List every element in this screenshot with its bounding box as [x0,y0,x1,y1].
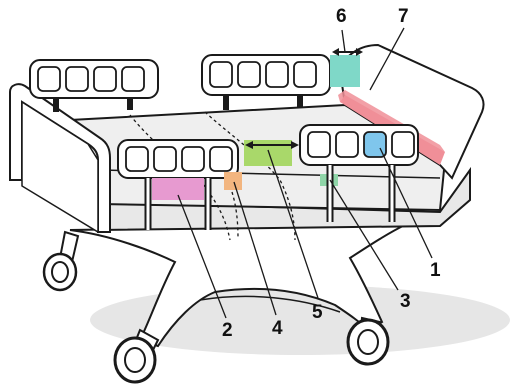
callout-label-6: 6 [336,6,347,27]
callout-label-7: 7 [398,6,409,27]
callout-label-5: 5 [312,302,323,323]
callout-label-2: 2 [222,320,233,341]
zone-orange [224,172,242,190]
caster-rear-right [348,318,388,364]
callout-label-4: 4 [272,318,283,339]
side-rail-rear-right [202,55,330,110]
caster-front-left [44,232,78,290]
callout-label-1: 1 [430,260,441,281]
callout-label-3: 3 [400,291,411,312]
zone-teal [330,55,360,87]
